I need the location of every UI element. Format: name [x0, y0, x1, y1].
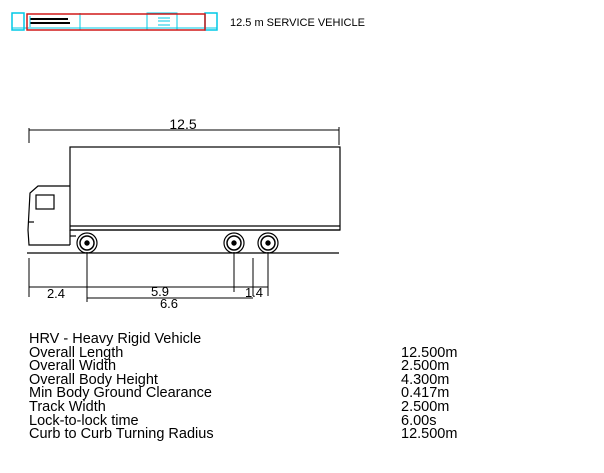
spec-value: 12.500m: [401, 426, 458, 443]
axle-dimensions: [28, 252, 269, 302]
front-overhang-label: 2.4: [47, 286, 65, 301]
spec-value: 6.00s: [401, 412, 437, 429]
wheelbase-label: 6.6: [160, 296, 178, 311]
axle-spacing-label: 5.9: [151, 284, 169, 299]
spec-value: 2.500m: [401, 358, 450, 375]
spec-row-ground-clearance: Min Body Ground Clearance 0.417m: [29, 385, 589, 402]
plan-cab-detail: [30, 18, 70, 24]
rear-wheel-2: [257, 232, 279, 254]
cab-window: [35, 194, 55, 210]
spec-label: Overall Width: [29, 358, 117, 375]
page-title: 12.5 m SERVICE VEHICLE: [230, 17, 365, 29]
spec-row-overall-length: Overall Length 12.500m: [29, 344, 589, 361]
rear-wheel-1: [223, 232, 245, 254]
vehicle-specifications: HRV - Heavy Rigid Vehicle Overall Length…: [29, 331, 589, 443]
spec-label: Overall Length: [29, 344, 124, 361]
spec-label: Track Width: [29, 398, 106, 415]
spec-row-body-height: Overall Body Height 4.300m: [29, 371, 589, 388]
spec-row-lock-time: Lock-to-lock time 6.00s: [29, 412, 589, 429]
spec-label: Curb to Curb Turning Radius: [29, 426, 214, 443]
spec-row-overall-width: Overall Width 2.500m: [29, 358, 589, 375]
rear-axle-spacing-label: 1.4: [245, 285, 263, 300]
plan-outline-rear: [204, 12, 218, 31]
plan-body-outline: [26, 13, 206, 31]
spec-value: 4.300m: [401, 371, 450, 388]
spec-value: 12.500m: [401, 344, 458, 361]
plan-outline-cab: [11, 12, 25, 31]
overall-length-label: 12.5: [169, 116, 196, 132]
cab: [27, 185, 70, 246]
spec-label: Min Body Ground Clearance: [29, 385, 212, 402]
spec-label: Lock-to-lock time: [29, 412, 139, 429]
cargo-body: [69, 146, 341, 231]
plan-wheels: [158, 17, 170, 26]
spec-label: Overall Body Height: [29, 371, 158, 388]
spec-value: 0.417m: [401, 385, 450, 402]
spec-row-turning-radius: Curb to Curb Turning Radius 12.500m: [29, 426, 589, 443]
truck-side-view: [27, 146, 341, 254]
wheels: [76, 232, 279, 254]
vehicle-class: HRV - Heavy Rigid Vehicle: [29, 331, 202, 347]
spec-row-track-width: Track Width 2.500m: [29, 398, 589, 415]
front-wheel: [76, 232, 98, 254]
plan-view-thumbnail: [11, 12, 218, 31]
spec-value: 2.500m: [401, 398, 450, 415]
overall-length-dimension: [28, 127, 340, 145]
